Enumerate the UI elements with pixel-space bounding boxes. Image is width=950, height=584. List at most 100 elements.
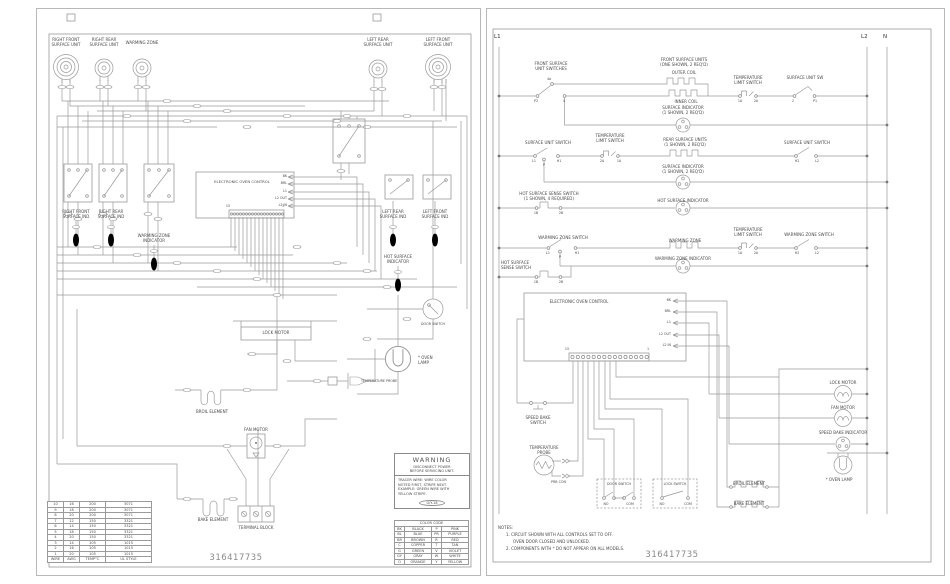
schematic-canvas <box>492 28 932 563</box>
surface-unit-switch-boxes <box>63 118 452 203</box>
speed-bake-switch-symbol <box>517 401 547 410</box>
label-left-rear-surface-unit: LEFT REAR SURFACE UNIT <box>363 37 393 48</box>
label-speed-bake-switch: SPEED BAKE SWITCH <box>525 415 551 426</box>
label-oven-lamp: * OVEN LAMP <box>418 355 433 366</box>
terminal-p-row4: P <box>559 255 561 259</box>
label-eoc-pin-l1: L1 <box>667 320 671 324</box>
label-eoc-title: ELECTRONIC OVEN CONTROL <box>214 179 270 184</box>
bake-element-symbol <box>729 500 779 509</box>
label-bake-element: BAKE ELEMENT <box>197 517 229 522</box>
terminal-2b-row3: 2B <box>558 211 564 215</box>
drawing-frame <box>492 28 932 563</box>
label-temp-limit-switch-1: TEMPERATURE LIMIT SWITCH <box>733 75 763 86</box>
right-front-surface-unit-coil <box>53 54 79 83</box>
warning-box: WARNING DISCONNECT POWER BEFORE SERVICIN… <box>394 453 470 509</box>
label-warming-zone: WARMING ZONE <box>125 40 159 45</box>
left-front-surface-unit-coil <box>425 54 451 83</box>
lock-switch-symbol <box>652 478 698 509</box>
surface-indicator-symbols <box>72 221 439 292</box>
rail-l2-label: L2 <box>861 34 868 40</box>
warning-body: TRACER WIRE: WIRE COLOR NOTED FIRST, STR… <box>395 475 469 499</box>
label-outer-coil: OUTER COIL <box>671 70 697 75</box>
label-left-front-surface-unit: LEFT FRONT SURFACE UNIT <box>423 37 453 48</box>
label-eoc-pin-brl: BRL <box>280 181 287 185</box>
label-right-front-surface-unit: RIGHT FRONT SURFACE UNIT <box>51 37 81 48</box>
label-eoc-pin-l2in: L2 IN <box>278 203 287 207</box>
terminal-2a-row4: 2A <box>753 251 759 255</box>
label-temp-limit-switch-2: TEMPERATURE LIMIT SWITCH <box>595 133 625 144</box>
label-right-front-surface-ind: RIGHT FRONT SURFACE IND <box>62 209 90 220</box>
label-door-switch: DOOR SWITCH <box>421 322 445 326</box>
label-eoc-pin-l1: L1 <box>283 189 287 193</box>
warning-title: WARNING <box>412 456 452 464</box>
broil-element-symbol <box>200 390 222 406</box>
label-eoc-pin-brl: BRL <box>664 309 671 313</box>
label-oven-lamp: * OVEN LAMP <box>825 477 853 482</box>
terminal-1b-row3: 1B <box>533 211 539 215</box>
terminal-block-symbol <box>237 505 275 523</box>
tracer-wire-example: G/Y-18 <box>419 499 445 506</box>
terminal-p1: P1 <box>812 99 818 103</box>
label-surface-indicator-1: SURFACE INDICATOR (1 SHOWN, 2 REQ'D) <box>662 105 704 116</box>
door-switch-symbol <box>422 298 444 320</box>
label-fan-motor: FAN MOTOR <box>831 405 855 410</box>
label-eoc-pin-15: 15 <box>564 347 570 351</box>
label-lock-no: NO <box>659 502 665 506</box>
lock-motor-symbol <box>240 326 312 341</box>
label-surface-unit-switch: SURFACE UNIT SWITCH <box>525 140 571 145</box>
label-lock-motor: LOCK MOTOR <box>829 380 857 385</box>
part-number: 316417735 <box>209 553 263 563</box>
terminal-1b-row4: 1B <box>533 280 539 284</box>
note-2: 2. COMPONENTS WITH * DO NOT APPEAR ON AL… <box>506 546 625 551</box>
eoc-terminals <box>230 212 284 216</box>
label-fan-motor: FAN MOTOR <box>244 427 268 432</box>
terminal-1a-row2: 1A <box>616 159 622 163</box>
terminal-l1-row4: L1 <box>546 251 550 255</box>
hot-surface-circuit <box>497 200 889 216</box>
label-right-rear-surface-ind: RIGHT REAR SURFACE IND <box>97 209 125 220</box>
label-broil-element: BROIL ELEMENT <box>732 481 766 486</box>
label-prb-con: PRB CON <box>551 480 566 484</box>
label-surface-unit-sw: SURFACE UNIT SW <box>786 75 824 80</box>
drawing-frame <box>48 13 472 568</box>
label-surface-indicator-2: SURFACE INDICATOR (1 SHOWN, 2 REQ'D) <box>662 164 704 175</box>
terminal-h1-row4: H1 <box>574 251 580 255</box>
wiring-diagram-page: RIGHT FRONT SURFACE UNIT RIGHT REAR SURF… <box>36 8 481 576</box>
temperature-probe-symbol <box>327 373 368 389</box>
label-eoc-pin-15: 15 <box>225 204 231 208</box>
label-temp-limit-switch-3: TEMPERATURE LIMIT SWITCH <box>733 227 763 238</box>
note-1a: 1. CIRCUIT SHOWN WITH ALL CONTROLS SET T… <box>506 532 613 537</box>
terminal-h2-row4: H2 <box>794 251 800 255</box>
label-lock-motor: LOCK MOTOR <box>262 330 290 335</box>
warning-subtitle: DISCONNECT POWER BEFORE SERVICING UNIT. <box>409 465 455 473</box>
label-terminal-block: TERMINAL BLOCK <box>238 525 274 530</box>
terminal-4a: 4a <box>546 77 552 81</box>
label-warming-zone-indicator: WARMING ZONE INDICATOR <box>655 256 711 261</box>
right-rear-surface-unit-coil <box>94 58 114 81</box>
left-rear-surface-unit-coil <box>368 59 388 82</box>
label-rear-surface-units: REAR SURFACE UNITS (1 SHOWN, 2 REQ'D) <box>663 137 707 148</box>
door-switch-symbol <box>596 478 642 509</box>
label-front-surface-units: FRONT SURFACE UNITS (ONE SHOWN, 2 REQ'D) <box>660 57 708 68</box>
label-eoc-pin-1: 1 <box>281 204 285 208</box>
eoc-terminals <box>570 355 649 359</box>
label-eoc-pin-l2out: L2 OUT <box>274 196 287 200</box>
label-door-switch: DOOR SWITCH <box>607 482 631 486</box>
rear-surface-circuit <box>497 147 889 190</box>
label-door-no: NO <box>603 502 609 506</box>
oven-lamp-symbol <box>827 451 889 475</box>
label-front-surface-unit-switches: FRONT SURFACE UNIT SWITCHES <box>534 61 568 72</box>
terminal-h1-row2: H1 <box>556 159 562 163</box>
label-inner-coil: INNER COIL <box>674 99 698 104</box>
terminal-l1-row2: L1 <box>532 159 536 163</box>
label-warming-zone-switch: WARMING ZONE SWITCH <box>538 235 588 240</box>
label-eoc-title: ELECTRONIC OVEN CONTROL <box>549 299 609 304</box>
label-eoc-pin-l2out: L2 OUT <box>658 332 671 336</box>
notes-title: NOTES: <box>498 525 513 530</box>
label-hot-surface-sense-switch: HOT SURFACE SENSE SWITCH (1 SHOWN, 4 REQ… <box>519 191 579 202</box>
temperature-probe-symbol <box>533 454 571 479</box>
oven-lamp-symbol <box>384 345 412 373</box>
terminal-1a-row1: 1A <box>737 99 743 103</box>
label-eoc-pin-bk: BK <box>666 298 671 302</box>
